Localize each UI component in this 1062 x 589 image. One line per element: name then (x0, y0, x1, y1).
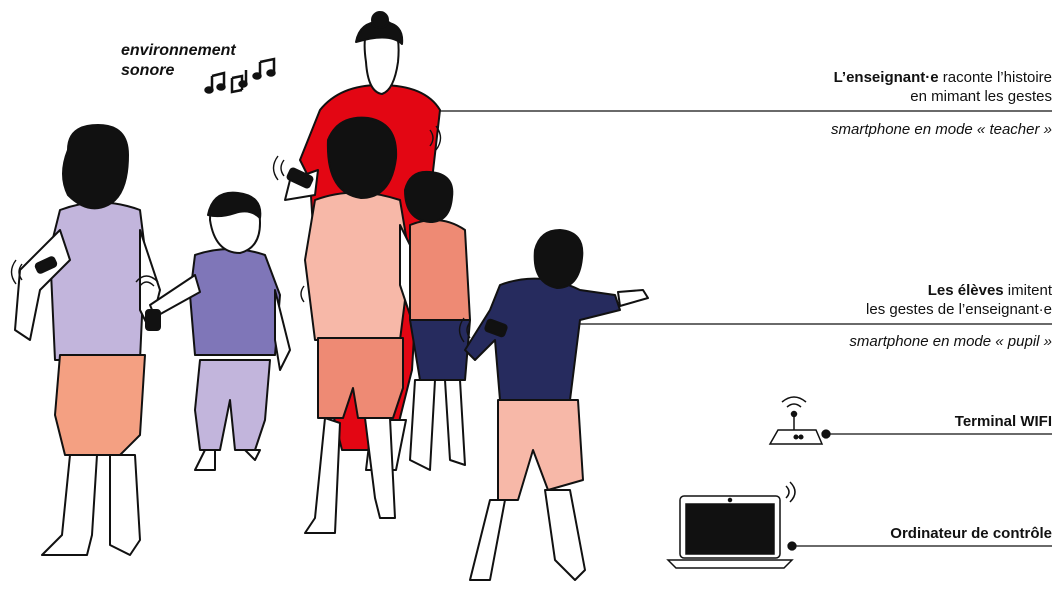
teacher-label: L’enseignant·e raconte l’histoire (834, 68, 1052, 87)
pupils-mode: smartphone en mode « pupil » (849, 332, 1052, 351)
pupils-label-line2: les gestes de l’enseignant·e (866, 300, 1052, 319)
laptop-icon (668, 482, 795, 568)
pupil-figure-purple (146, 193, 290, 470)
environment-line2: sonore (121, 61, 236, 81)
wifi-label: Terminal WIFI (955, 412, 1052, 431)
teacher-label-rest: raconte l’histoire (939, 69, 1052, 86)
teacher-mode: smartphone en mode « teacher » (831, 120, 1052, 139)
computer-label: Ordinateur de contrôle (890, 524, 1052, 543)
pupils-label-bold: Les élèves (928, 282, 1004, 299)
pupils-label-rest: imitent (1004, 282, 1052, 299)
environment-label: environnement sonore (121, 41, 236, 81)
pupil-figure-navy (465, 230, 648, 580)
pupils-label: Les élèves imitent (928, 281, 1052, 300)
wifi-router-icon (770, 397, 822, 444)
teacher-label-bold: L’enseignant·e (834, 69, 939, 86)
environment-line1: environnement (121, 41, 236, 61)
teacher-label-line2: en mimant les gestes (910, 87, 1052, 106)
pupil-figure-lilac (15, 125, 160, 555)
pupil-figure-coral (405, 172, 470, 470)
